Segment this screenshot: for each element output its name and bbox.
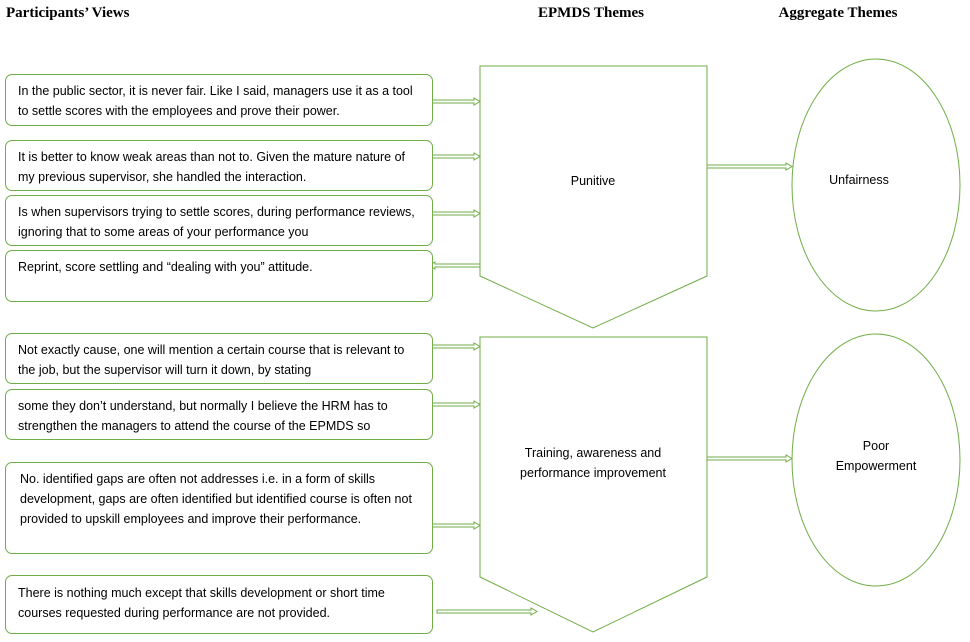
connector-arrow <box>428 209 481 218</box>
participant-view-text: Not exactly cause, one will mention a ce… <box>18 343 405 377</box>
connector-arrow <box>428 152 481 161</box>
aggregate-themes-header: Aggregate Themes <box>778 5 898 21</box>
poor-empowerment-theme-label: Poor Empowerment <box>835 439 917 473</box>
connector-arrow <box>706 454 793 463</box>
punitive-theme-label: Punitive <box>570 174 616 188</box>
connector-arrow <box>428 400 481 409</box>
participant-view-text: It is better to know weak areas than not… <box>18 150 406 184</box>
connector-arrow <box>428 261 481 270</box>
connector-arrow <box>436 607 538 616</box>
participant-view-box: Reprint, score settling and “dealing wit… <box>5 250 433 302</box>
participant-view-text: Reprint, score settling and “dealing wit… <box>18 260 313 274</box>
participants-views-header: Participants’ Views <box>6 5 130 21</box>
training-theme-label: Training, awareness and performance impr… <box>520 446 666 480</box>
training-theme-shape <box>479 336 708 633</box>
poor-empowerment-theme-shape <box>791 333 961 587</box>
unfairness-theme-label: Unfairness <box>829 173 889 187</box>
participant-view-box: No. identified gaps are often not addres… <box>5 462 433 554</box>
participant-view-box: It is better to know weak areas than not… <box>5 140 433 191</box>
epmds-themes-header: EPMDS Themes <box>538 5 644 21</box>
participant-view-box: some they don’t understand, but normally… <box>5 389 433 440</box>
participant-view-box: In the public sector, it is never fair. … <box>5 74 433 126</box>
participant-view-text: No. identified gaps are often not addres… <box>20 472 412 526</box>
participant-view-box: Not exactly cause, one will mention a ce… <box>5 333 433 384</box>
connector-arrow <box>428 521 481 530</box>
connector-arrow <box>428 342 481 351</box>
participant-view-text: Is when supervisors trying to settle sco… <box>18 205 415 239</box>
participant-view-text: There is nothing much except that skills… <box>18 586 385 620</box>
connector-arrow <box>706 162 793 171</box>
participant-view-text: In the public sector, it is never fair. … <box>18 84 413 118</box>
punitive-theme-shape <box>479 65 708 329</box>
participant-view-box: There is nothing much except that skills… <box>5 575 433 634</box>
unfairness-theme-shape <box>791 58 961 312</box>
participant-view-text: some they don’t understand, but normally… <box>18 399 388 433</box>
connector-arrow <box>428 97 481 106</box>
participant-view-box: Is when supervisors trying to settle sco… <box>5 195 433 246</box>
